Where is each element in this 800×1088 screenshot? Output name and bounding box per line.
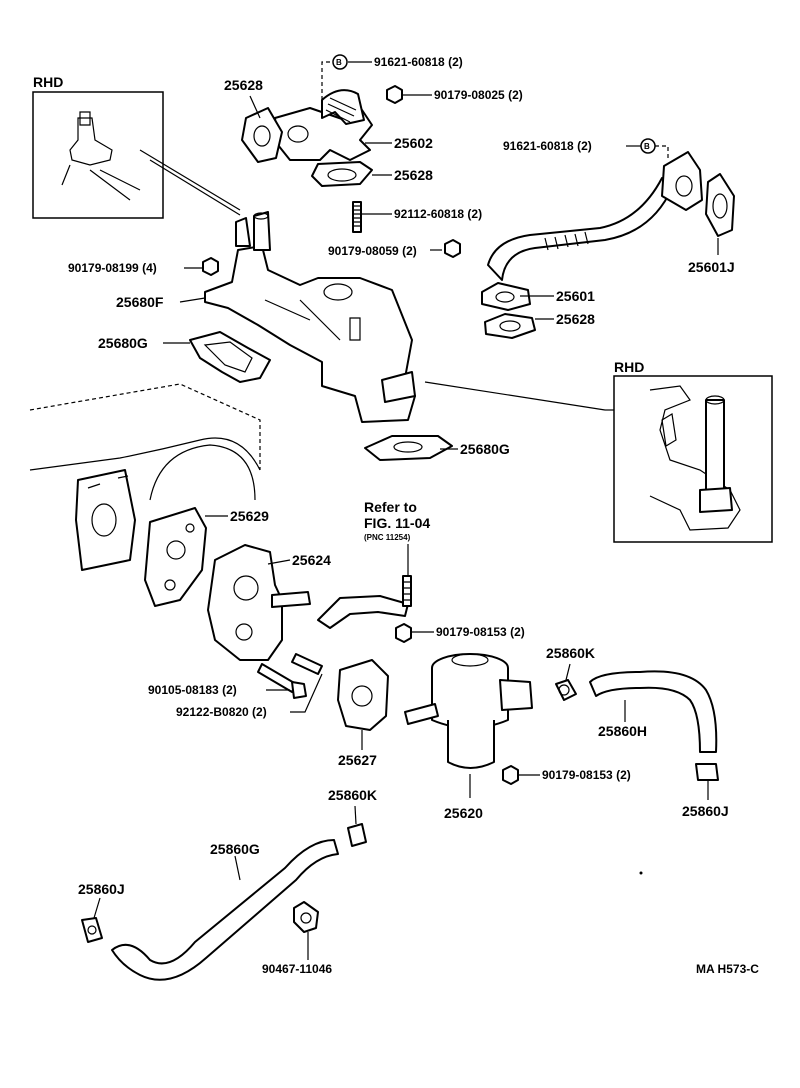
hose-25860G [111, 839, 339, 981]
manifold-25680F [204, 211, 416, 423]
nut-90179-08153-a [395, 623, 412, 643]
pipe-25602 [274, 61, 373, 161]
label-90105: 90105-08183 (2) [148, 683, 237, 697]
label-90179-08059: 90179-08059 (2) [328, 244, 417, 258]
stud-92122 [291, 653, 323, 675]
engine-block-outline [29, 383, 261, 571]
refer-line-2: FIG. 11-04 [364, 515, 430, 531]
gasket-25628-top [241, 107, 283, 163]
valve-body-25624 [207, 544, 311, 661]
label-25860K-left: 25860K [328, 787, 377, 803]
label-90179-08199: 90179-08199 (4) [68, 261, 157, 275]
label-91621-right: 91621-60818 (2) [503, 139, 592, 153]
label-25860H: 25860H [598, 723, 647, 739]
label-90467: 90467-11046 [262, 962, 332, 976]
label-25628-top: 25628 [224, 77, 263, 93]
label-90179-08153-a: 90179-08153 (2) [436, 625, 525, 639]
gasket-25629 [144, 507, 207, 607]
label-25627: 25627 [338, 752, 377, 768]
bolt-90105 [257, 663, 307, 699]
gasket-25680G-left [189, 331, 271, 383]
label-90179-08025: 90179-08025 (2) [434, 88, 523, 102]
label-25602: 25602 [394, 135, 433, 151]
svg-text:B: B [644, 142, 650, 151]
nut-90179-08199 [202, 257, 219, 276]
bracket [317, 575, 412, 629]
label-25680G-left: 25680G [98, 335, 148, 351]
figure-code: MA H573-C [696, 962, 759, 976]
rhd-label-right: RHD [614, 359, 644, 375]
b-marker-right: B [640, 138, 656, 154]
gasket-25680G-mid [364, 435, 453, 461]
label-25601: 25601 [556, 288, 595, 304]
pipe-25601 [481, 151, 703, 311]
rhd-inset-left [32, 91, 241, 219]
nut-90179-08153-b [502, 765, 519, 785]
label-25680F: 25680F [116, 294, 164, 310]
clamp-25860K-right [555, 679, 577, 701]
hose-25860H [589, 670, 718, 753]
nut-90179-08059 [444, 239, 461, 258]
label-25860J-right: 25860J [682, 803, 729, 819]
label-25860K-right: 25860K [546, 645, 595, 661]
refer-line-1: Refer to [364, 499, 417, 515]
gasket-25627 [337, 659, 389, 731]
gasket-25628-right [484, 313, 536, 339]
gasket-25628-mid [311, 161, 373, 187]
label-90179-08153-b: 90179-08153 (2) [542, 768, 631, 782]
label-91621-top: 91621-60818 (2) [374, 55, 463, 69]
refer-line-3: (PNC 11254) [364, 533, 411, 542]
air-pump-25620 [404, 653, 533, 769]
nut-90179-08025 [386, 85, 403, 104]
label-25624: 25624 [292, 552, 331, 568]
label-25601J: 25601J [688, 259, 735, 275]
gasket-25601J [705, 173, 735, 237]
svg-text:B: B [336, 58, 342, 67]
rhd-label-left: RHD [33, 74, 63, 90]
label-25628-right: 25628 [556, 311, 595, 327]
label-25680G-mid: 25680G [460, 441, 510, 457]
label-25629: 25629 [230, 508, 269, 524]
label-25860J-left: 25860J [78, 881, 125, 897]
label-25860G: 25860G [210, 841, 260, 857]
label-25620: 25620 [444, 805, 483, 821]
stray-dot [639, 871, 643, 875]
clamp-25860J-right [695, 763, 719, 781]
clamp-90467 [293, 901, 319, 933]
clamp-25860J-left [81, 917, 103, 943]
rhd-inset-right [424, 375, 773, 543]
b-marker-top: B [332, 54, 348, 70]
label-92112: 92112-60818 (2) [394, 207, 482, 221]
label-25628-mid: 25628 [394, 167, 433, 183]
stud-92112 [352, 201, 362, 233]
clamp-25860K-left [347, 823, 367, 847]
label-92122: 92122-B0820 (2) [176, 705, 267, 719]
